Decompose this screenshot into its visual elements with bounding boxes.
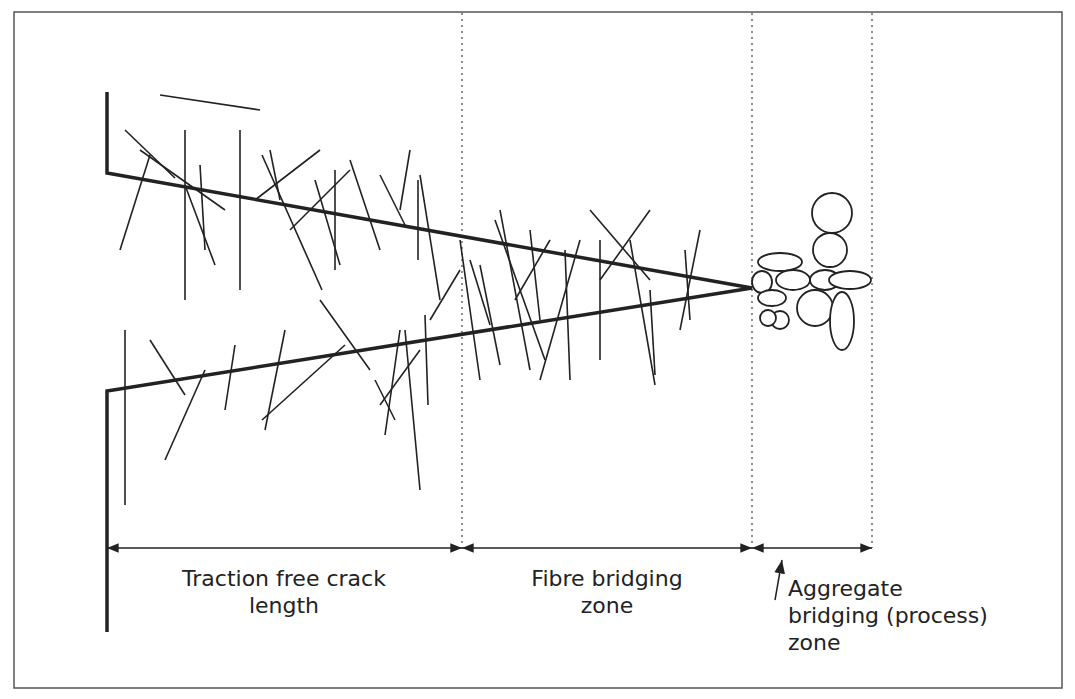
fibre bbox=[255, 150, 320, 200]
aggregates bbox=[752, 193, 871, 350]
fibre bbox=[200, 165, 205, 250]
fibre bbox=[425, 315, 428, 405]
fibre bbox=[334, 170, 336, 270]
fibre bbox=[430, 270, 460, 320]
fibre bbox=[120, 155, 150, 250]
fibre bbox=[239, 130, 241, 290]
fibre bbox=[630, 240, 655, 385]
fibre bbox=[400, 150, 410, 210]
zone-dividers bbox=[462, 13, 872, 548]
fibre bbox=[165, 370, 205, 460]
fibre bbox=[500, 210, 530, 370]
frame bbox=[14, 12, 1062, 688]
leader-arrow bbox=[775, 560, 782, 600]
specimen-edge bbox=[107, 92, 752, 632]
fibre bbox=[225, 345, 235, 410]
fibre bbox=[185, 185, 215, 265]
fibre bbox=[680, 230, 700, 330]
dimension-line bbox=[107, 547, 872, 548]
fibre bbox=[160, 95, 260, 110]
fibre bbox=[124, 330, 126, 505]
fibre bbox=[315, 180, 340, 265]
fibre bbox=[480, 265, 500, 365]
fibre bbox=[125, 130, 175, 178]
fibre bbox=[565, 250, 570, 380]
fibre bbox=[470, 260, 490, 325]
fibres bbox=[120, 95, 700, 505]
fibre bbox=[417, 180, 419, 260]
fibre bbox=[685, 250, 690, 320]
fibre bbox=[540, 240, 580, 380]
fibre bbox=[290, 170, 350, 230]
fibre bbox=[270, 150, 280, 200]
fibre bbox=[184, 130, 186, 300]
fibre bbox=[262, 155, 322, 290]
zone-label: Fibre bridging zone bbox=[507, 565, 707, 619]
fibre bbox=[320, 300, 370, 370]
fibre bbox=[350, 160, 380, 250]
fibre bbox=[380, 350, 420, 405]
fibre bbox=[530, 230, 540, 320]
fibre bbox=[420, 175, 440, 300]
zone-label: Traction free crack length bbox=[169, 565, 399, 619]
fibre bbox=[599, 240, 601, 360]
zone-label: Aggregate bridging (process) zone bbox=[788, 575, 988, 656]
fibre bbox=[150, 340, 185, 395]
